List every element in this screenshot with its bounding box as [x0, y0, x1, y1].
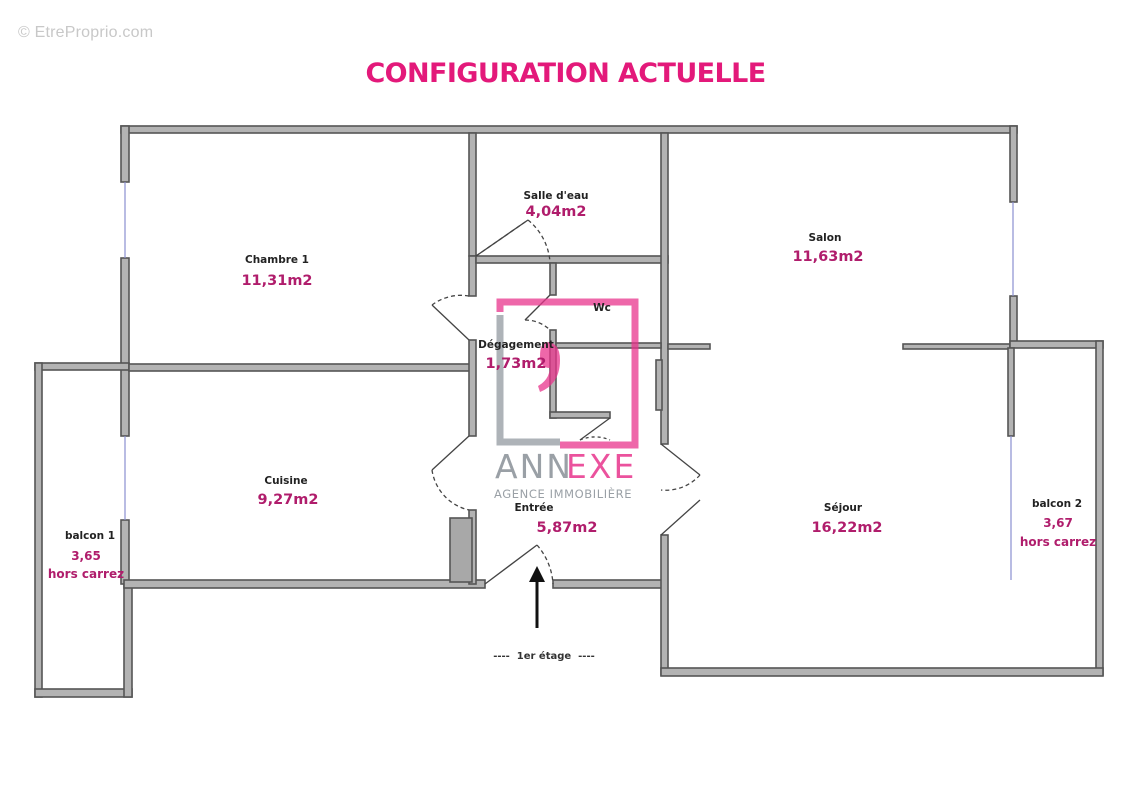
wall-sdb-bottom — [475, 255, 669, 264]
room-name-salle-deau: Salle d'eau — [523, 190, 588, 202]
balcon1-wall-top — [34, 362, 130, 371]
room-area-salle-deau: 4,04m2 — [526, 204, 587, 220]
logo-subtitle: AGENCE IMMOBILIÈRE — [494, 486, 632, 501]
wall-chambre-cuisine — [128, 363, 473, 372]
logo-comma — [538, 342, 560, 392]
wall-wc-divider — [555, 342, 662, 349]
balcon2-wall-right — [1095, 340, 1104, 676]
wall-chambre-right-lower — [468, 339, 477, 437]
room-area-balcon2: 3,67 — [1043, 516, 1073, 530]
balcon2-wall-top — [1009, 340, 1104, 349]
room-note-balcon1: hors carrez — [48, 567, 124, 581]
room-name-salon: Salon — [809, 232, 842, 244]
room-area-chambre1: 11,31m2 — [241, 273, 312, 289]
room-name-balcon2: balcon 2 — [1032, 498, 1082, 510]
page-title: CONFIGURATION ACTUELLE — [365, 58, 766, 89]
wall-bottom-sejour — [660, 667, 1104, 677]
door-sejour-lower — [660, 499, 701, 536]
wall-salon-left-stub — [667, 343, 711, 350]
wall-chambre-right-middle — [468, 255, 477, 297]
wall-salon-right-stub — [902, 343, 1011, 350]
door-entree — [484, 544, 538, 585]
room-note-balcon2: hors carrez — [1020, 535, 1096, 549]
room-name-chambre1: Chambre 1 — [245, 254, 309, 266]
floor-label: ---- 1er étage ---- — [493, 650, 595, 662]
wall-entree-sejour — [660, 534, 669, 676]
wall-top — [120, 125, 1018, 134]
wall-sdb-salon — [660, 132, 669, 445]
wall-wc-bottom — [549, 411, 611, 419]
room-area-balcon1: 3,65 — [71, 549, 101, 563]
balcon1-wall-left — [34, 362, 43, 698]
room-area-salon: 11,63m2 — [792, 249, 863, 265]
logo-bracket-gray — [496, 315, 560, 446]
door-chambre — [431, 304, 470, 341]
wall-left-middle — [120, 257, 130, 437]
walls — [34, 125, 1104, 698]
wall-wc-left-upper — [549, 262, 557, 296]
door-cuisine — [431, 435, 470, 471]
room-name-balcon1: balcon 1 — [65, 530, 115, 542]
wall-right-middle — [1009, 295, 1018, 347]
wall-left-upper — [120, 125, 130, 183]
room-name-entree: Entrée — [514, 502, 553, 514]
door-sejour-upper — [660, 443, 701, 476]
wall-bottom-cuisine — [123, 579, 486, 589]
wall-wc-partition — [655, 359, 663, 411]
entry-arrow — [529, 566, 545, 628]
room-name-cuisine: Cuisine — [264, 475, 307, 487]
logo-bracket-pink — [496, 298, 639, 449]
wall-chambre-right-upper — [468, 132, 477, 257]
site-watermark: © EtreProprio.com — [18, 24, 154, 41]
room-name-sejour: Séjour — [824, 502, 863, 514]
duct — [449, 517, 473, 583]
balcon1-wall-bottom — [34, 688, 133, 698]
room-name-degagement: Dégagement — [478, 339, 554, 351]
doors — [431, 219, 701, 585]
room-area-cuisine: 9,27m2 — [258, 492, 319, 508]
wall-right-upper — [1009, 125, 1018, 203]
balcon2-wall-inner — [1007, 347, 1015, 437]
logo-word-part-a: ANN — [495, 447, 573, 486]
room-name-wc: Wc — [593, 302, 611, 314]
room-area-degagement: 1,73m2 — [486, 356, 547, 372]
windows — [124, 182, 1014, 580]
wall-bottom-entree — [552, 579, 664, 589]
room-area-sejour: 16,22m2 — [811, 520, 882, 536]
agency-logo-watermark: ANN EXE AGENCE IMMOBILIÈRE — [494, 298, 639, 501]
logo-word-part-b: EXE — [566, 447, 636, 486]
balcon1-wall-right — [123, 583, 133, 698]
room-area-entree: 5,87m2 — [537, 520, 598, 536]
